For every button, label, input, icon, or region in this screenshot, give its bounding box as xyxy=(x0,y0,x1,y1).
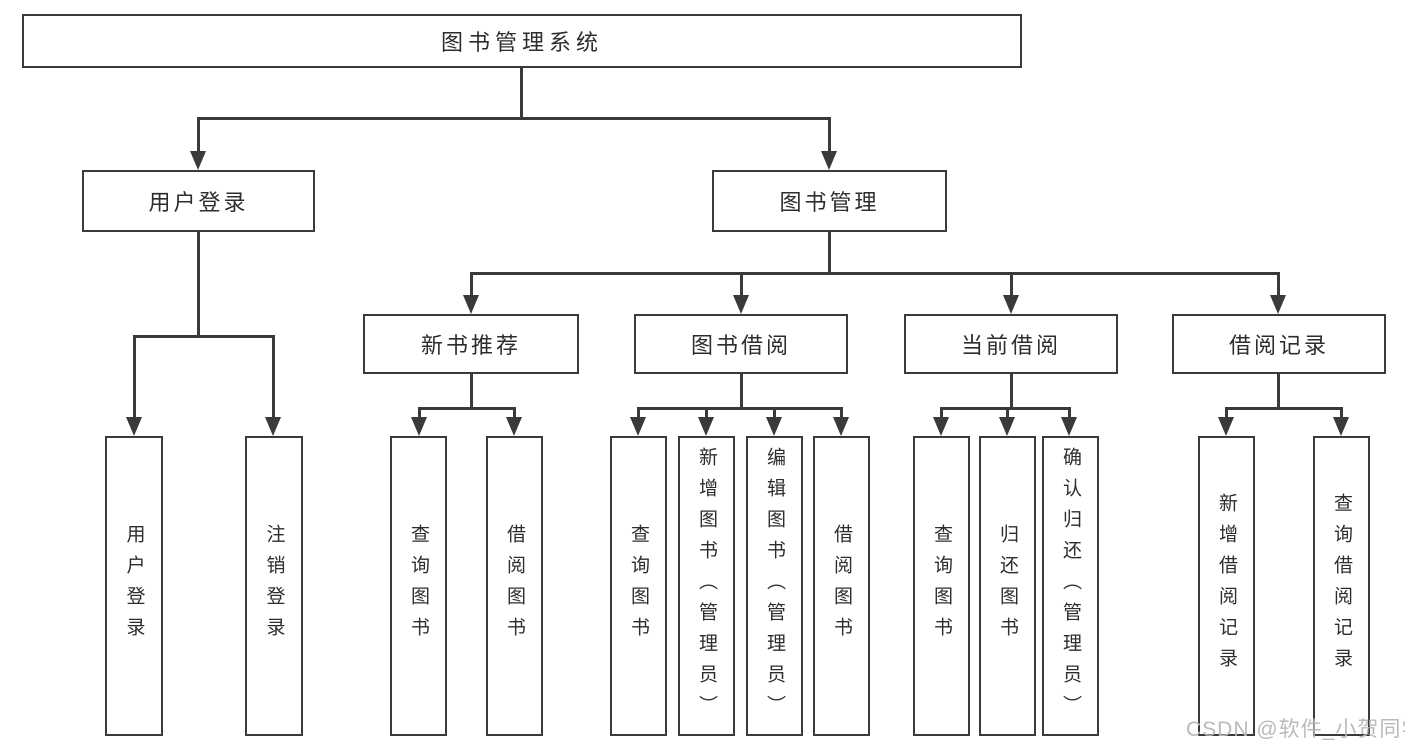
arrow-down-icon xyxy=(506,417,522,436)
connector-line xyxy=(773,407,776,417)
arrow-down-icon xyxy=(630,417,646,436)
connector-line xyxy=(705,407,708,417)
node-new-book-recommend: 新书推荐 xyxy=(363,314,579,374)
arrow-down-icon xyxy=(821,151,837,170)
connector-line xyxy=(1010,374,1013,407)
leaf-label: 查询图书 xyxy=(931,524,952,648)
connector-line xyxy=(1068,407,1071,417)
arrow-down-icon xyxy=(1218,417,1234,436)
leaf-return-books: 归还图书 xyxy=(979,436,1036,736)
leaf-user-login: 用户登录 xyxy=(105,436,163,736)
leaf-query-books-1: 查询图书 xyxy=(390,436,447,736)
connector-line xyxy=(133,335,275,338)
leaf-label: 借阅图书 xyxy=(504,524,525,648)
connector-line xyxy=(637,407,842,410)
leaf-borrow-books-1: 借阅图书 xyxy=(486,436,543,736)
connector-line xyxy=(1340,407,1343,417)
arrow-down-icon xyxy=(766,417,782,436)
arrow-down-icon xyxy=(463,295,479,314)
connector-line xyxy=(418,407,421,417)
watermark: CSDN @软件_小贺同学 xyxy=(1186,718,1405,741)
node-book-management: 图书管理 xyxy=(712,170,947,232)
connector-line xyxy=(828,117,831,151)
arrow-down-icon xyxy=(733,295,749,314)
arrow-down-icon xyxy=(1270,295,1286,314)
connector-line xyxy=(1225,407,1342,410)
leaf-add-borrow-record: 新增借阅记录 xyxy=(1198,436,1255,736)
arrow-down-icon xyxy=(1061,417,1077,436)
leaf-label: 查询图书 xyxy=(628,524,649,648)
leaf-borrow-books-2: 借阅图书 xyxy=(813,436,870,736)
connector-line xyxy=(828,232,831,272)
connector-line xyxy=(940,407,943,417)
leaf-label: 注销登录 xyxy=(263,524,285,648)
arrow-down-icon xyxy=(411,417,427,436)
connector-line xyxy=(1010,272,1013,295)
connector-line xyxy=(740,374,743,407)
connector-line xyxy=(1006,407,1009,417)
connector-line xyxy=(197,117,200,151)
leaf-label: 借阅图书 xyxy=(831,524,852,648)
arrow-down-icon xyxy=(933,417,949,436)
connector-line xyxy=(513,407,516,417)
connector-line xyxy=(470,272,1280,275)
leaf-logout-login: 注销登录 xyxy=(245,436,303,736)
connector-line xyxy=(740,272,743,295)
node-book-borrow: 图书借阅 xyxy=(634,314,848,374)
arrow-down-icon xyxy=(1333,417,1349,436)
leaf-edit-books-admin: 编辑图书（管理员） xyxy=(746,436,803,736)
leaf-query-books-3: 查询图书 xyxy=(913,436,970,736)
node-current-borrow: 当前借阅 xyxy=(904,314,1118,374)
leaf-label: 新增图书（管理员） xyxy=(696,446,717,726)
connector-line xyxy=(1277,272,1280,295)
arrow-down-icon xyxy=(999,417,1015,436)
node-borrow-records: 借阅记录 xyxy=(1172,314,1386,374)
leaf-label: 查询借阅记录 xyxy=(1331,493,1352,679)
arrow-down-icon xyxy=(1003,295,1019,314)
connector-line xyxy=(272,335,275,417)
leaf-query-books-2: 查询图书 xyxy=(610,436,667,736)
leaf-label: 查询图书 xyxy=(408,524,429,648)
leaf-label: 确认归还（管理员） xyxy=(1060,446,1081,726)
arrow-down-icon xyxy=(190,151,206,170)
arrow-down-icon xyxy=(126,417,142,436)
connector-line xyxy=(470,374,473,407)
leaf-label: 归还图书 xyxy=(997,524,1018,648)
arrow-down-icon xyxy=(833,417,849,436)
connector-line xyxy=(1277,374,1280,407)
connector-line xyxy=(840,407,843,417)
leaf-add-books-admin: 新增图书（管理员） xyxy=(678,436,735,736)
connector-line xyxy=(940,407,1071,410)
connector-line xyxy=(470,272,473,295)
connector-line xyxy=(1225,407,1228,417)
leaf-query-borrow-record: 查询借阅记录 xyxy=(1313,436,1370,736)
connector-line xyxy=(197,117,831,120)
arrow-down-icon xyxy=(265,417,281,436)
connector-line xyxy=(133,335,136,417)
node-root: 图书管理系统 xyxy=(22,14,1022,68)
connector-line xyxy=(197,232,200,335)
leaf-label: 用户登录 xyxy=(123,524,145,648)
connector-line xyxy=(418,407,516,410)
connector-line xyxy=(637,407,640,417)
node-user-login: 用户登录 xyxy=(82,170,315,232)
leaf-label: 编辑图书（管理员） xyxy=(764,446,785,726)
arrow-down-icon xyxy=(698,417,714,436)
leaf-label: 新增借阅记录 xyxy=(1216,493,1237,679)
leaf-confirm-return-admin: 确认归还（管理员） xyxy=(1042,436,1099,736)
connector-line xyxy=(520,68,523,117)
